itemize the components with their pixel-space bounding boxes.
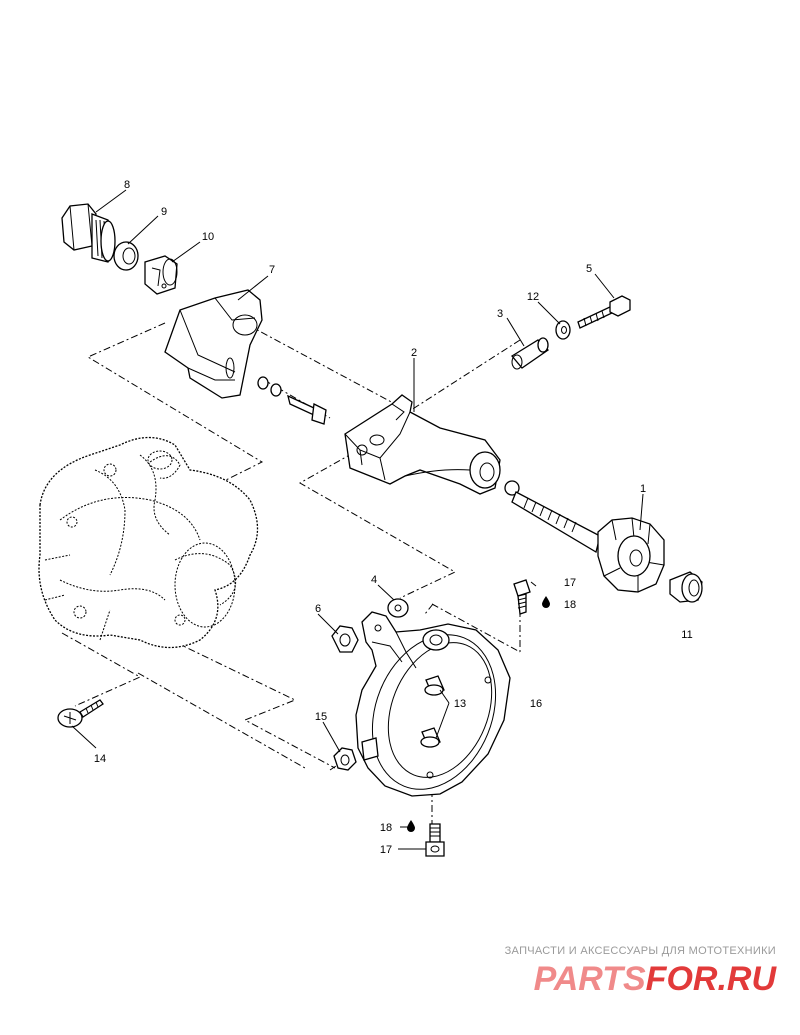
callout-4: 4 xyxy=(371,574,377,586)
engine-housing xyxy=(38,436,259,649)
part-16-cover xyxy=(355,611,511,797)
leader-lines xyxy=(71,189,644,850)
part-11-cap xyxy=(669,571,703,603)
part-10-clip-bushing xyxy=(144,255,178,295)
callout-13: 13 xyxy=(454,698,466,710)
watermark-logo-right: FOR.RU xyxy=(646,960,778,998)
callout-7: 7 xyxy=(269,264,275,276)
callout-15: 15 xyxy=(315,711,327,723)
callout-18-lower: 18 xyxy=(380,822,392,834)
bracket-fasteners xyxy=(257,376,327,425)
part-4-washer xyxy=(387,598,409,618)
part-15-nut xyxy=(333,747,357,771)
part-1-knob-bolt xyxy=(504,480,665,593)
callouts: 8 9 10 7 2 3 12 5 1 11 4 6 17 18 13 16 1… xyxy=(94,179,693,856)
part-2-arm xyxy=(344,394,501,495)
part-5-screw xyxy=(577,295,631,329)
callout-10: 10 xyxy=(202,231,214,243)
callout-5: 5 xyxy=(586,263,592,275)
part-3-pin xyxy=(511,337,550,370)
callout-17-upper: 17 xyxy=(564,577,576,589)
callout-6: 6 xyxy=(315,603,321,615)
watermark-logo: PARTSFOR.RU xyxy=(534,960,778,998)
watermark-tagline: ЗАПЧАСТИ И АКСЕССУАРЫ ДЛЯ МОТОТЕХНИКИ xyxy=(505,945,776,957)
callout-3: 3 xyxy=(497,308,503,320)
part-13-studs xyxy=(420,675,445,748)
callout-2: 2 xyxy=(411,347,417,359)
part-14-screw xyxy=(57,699,104,728)
watermark-logo-left: PARTS xyxy=(534,960,646,998)
sealant-drop-icon-lower xyxy=(407,820,415,832)
callout-16: 16 xyxy=(530,698,542,710)
part-7-bracket xyxy=(164,289,263,399)
part-17-bolt-lower xyxy=(425,823,445,857)
part-17-bolt-upper xyxy=(513,579,531,615)
part-8-hex-fitting xyxy=(61,203,116,263)
callout-17-lower: 17 xyxy=(380,844,392,856)
watermark: ЗАПЧАСТИ И АКСЕССУАРЫ ДЛЯ МОТОТЕХНИКИ PA… xyxy=(505,945,778,998)
callout-12: 12 xyxy=(527,291,539,303)
callout-11: 11 xyxy=(681,629,692,641)
callout-14: 14 xyxy=(94,753,106,765)
assembly-lines xyxy=(61,322,521,825)
part-6-nut xyxy=(331,625,359,653)
callout-8: 8 xyxy=(124,179,130,191)
sealant-drop-icon xyxy=(542,596,550,608)
part-12-washer xyxy=(555,320,571,340)
part-9-seal-ring xyxy=(113,241,139,271)
callout-1: 1 xyxy=(640,483,646,495)
callout-18-upper: 18 xyxy=(564,599,576,611)
callout-9: 9 xyxy=(161,206,167,218)
